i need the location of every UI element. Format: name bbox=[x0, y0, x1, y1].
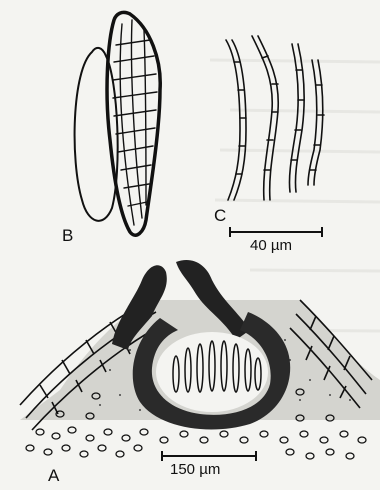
panel-label-c: C bbox=[214, 206, 226, 226]
scale-bar-c bbox=[230, 227, 322, 237]
filament-3 bbox=[289, 44, 304, 192]
scale-bar-a bbox=[162, 451, 256, 461]
filament-4 bbox=[308, 60, 324, 185]
panel-a-drawing bbox=[20, 260, 380, 459]
spore-outline bbox=[75, 48, 118, 221]
scale-label-c: 40 µm bbox=[250, 237, 292, 254]
panel-label-a: A bbox=[48, 466, 59, 486]
panel-label-b: B bbox=[62, 226, 73, 246]
panel-b-drawing bbox=[75, 12, 161, 235]
filament-1 bbox=[226, 40, 246, 200]
scale-label-a: 150 µm bbox=[170, 461, 220, 478]
